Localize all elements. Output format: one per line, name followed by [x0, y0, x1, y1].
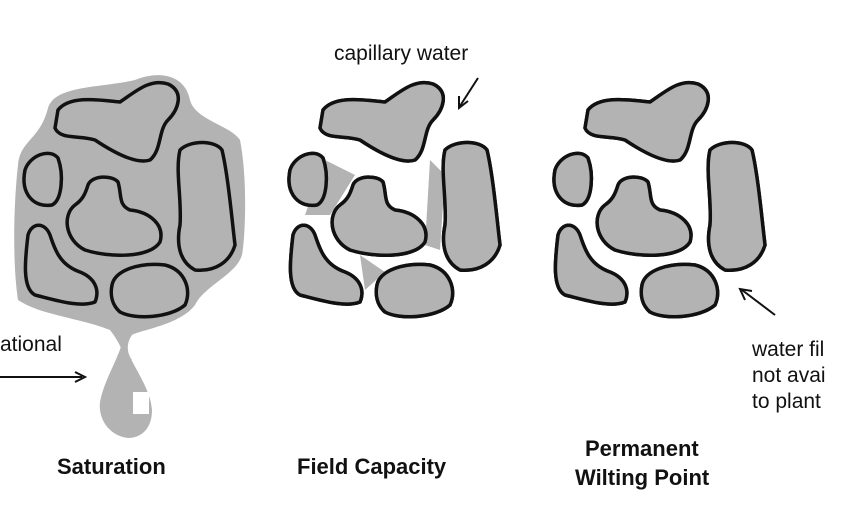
water-film-label-3: to plant: [752, 390, 821, 413]
wilting-point-title-2: Wilting Point: [575, 465, 710, 490]
saturation-cluster: [14, 75, 246, 438]
field-capacity-cluster: [289, 83, 500, 317]
capillary-water-label: capillary water: [334, 42, 469, 65]
wilting-point-cluster: [554, 83, 765, 317]
field-capacity-title: Field Capacity: [297, 454, 447, 479]
saturation-title: Saturation: [57, 454, 166, 479]
gravitational-label: ational: [0, 333, 62, 356]
water-film-label-1: water fil: [752, 338, 825, 361]
wilting-point-title-1: Permanent: [585, 436, 699, 461]
water-film-label-2: not avai: [752, 364, 826, 387]
arrows: [0, 77, 776, 383]
